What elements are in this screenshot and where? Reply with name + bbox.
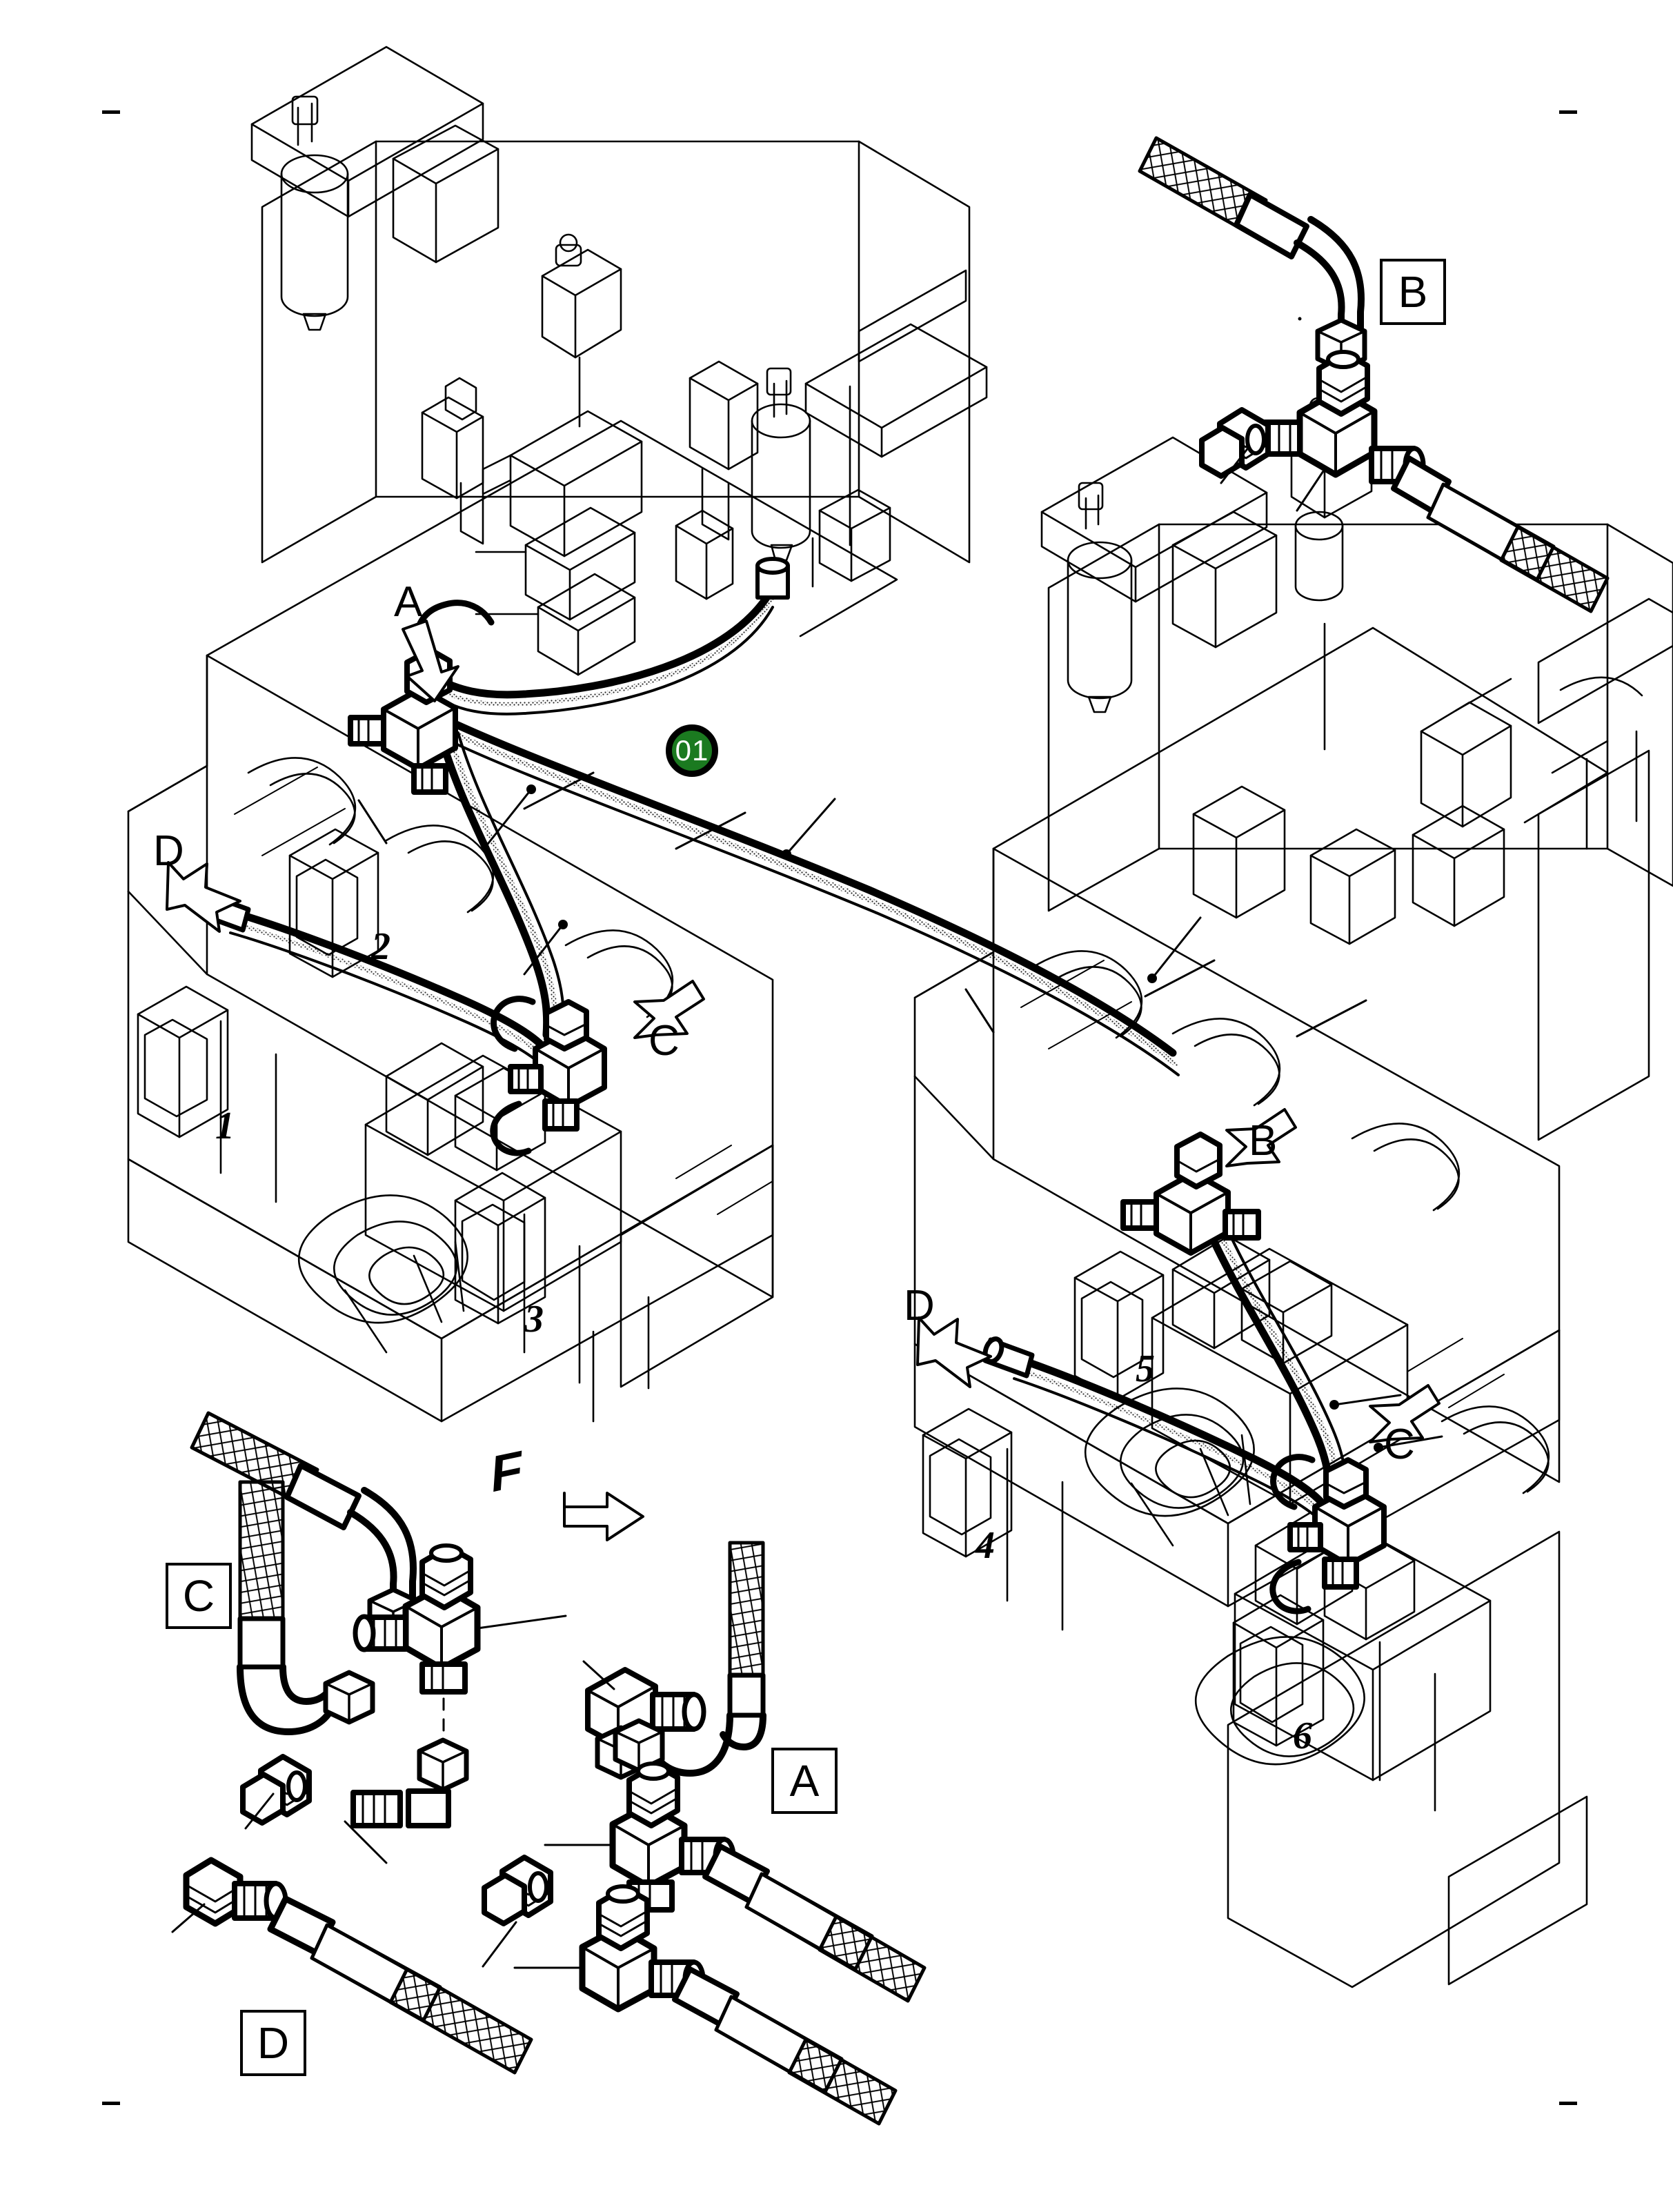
registration-mark-bottom-left xyxy=(102,2102,120,2105)
callout-d-right: D xyxy=(904,1282,935,1330)
detail-box-label-a: A xyxy=(771,1748,838,1814)
callout-c-left: C xyxy=(649,1017,680,1065)
detail-box-label-b: B xyxy=(1380,259,1446,325)
registration-mark-bottom-right xyxy=(1559,2102,1577,2105)
cylinder-number-1: 1 xyxy=(215,1105,235,1147)
callout-a-left: A xyxy=(394,578,423,626)
cylinder-number-2: 2 xyxy=(371,925,390,968)
cylinder-number-5: 5 xyxy=(1136,1347,1155,1390)
cylinder-number-4: 4 xyxy=(976,1524,995,1567)
callout-c-right: C xyxy=(1384,1421,1415,1468)
cylinder-number-6: 6 xyxy=(1293,1715,1312,1757)
callout-d-left: D xyxy=(153,827,184,875)
callout-b-right: B xyxy=(1249,1117,1278,1165)
figure-badge: 01 xyxy=(666,724,718,777)
registration-mark-top-right xyxy=(1559,110,1577,114)
cylinder-number-3: 3 xyxy=(524,1298,544,1341)
direction-marker-f: F xyxy=(489,1439,525,1504)
detail-box-label-d: D xyxy=(240,2010,306,2076)
detail-box-label-c: C xyxy=(166,1563,232,1629)
registration-mark-top-left xyxy=(102,110,120,114)
